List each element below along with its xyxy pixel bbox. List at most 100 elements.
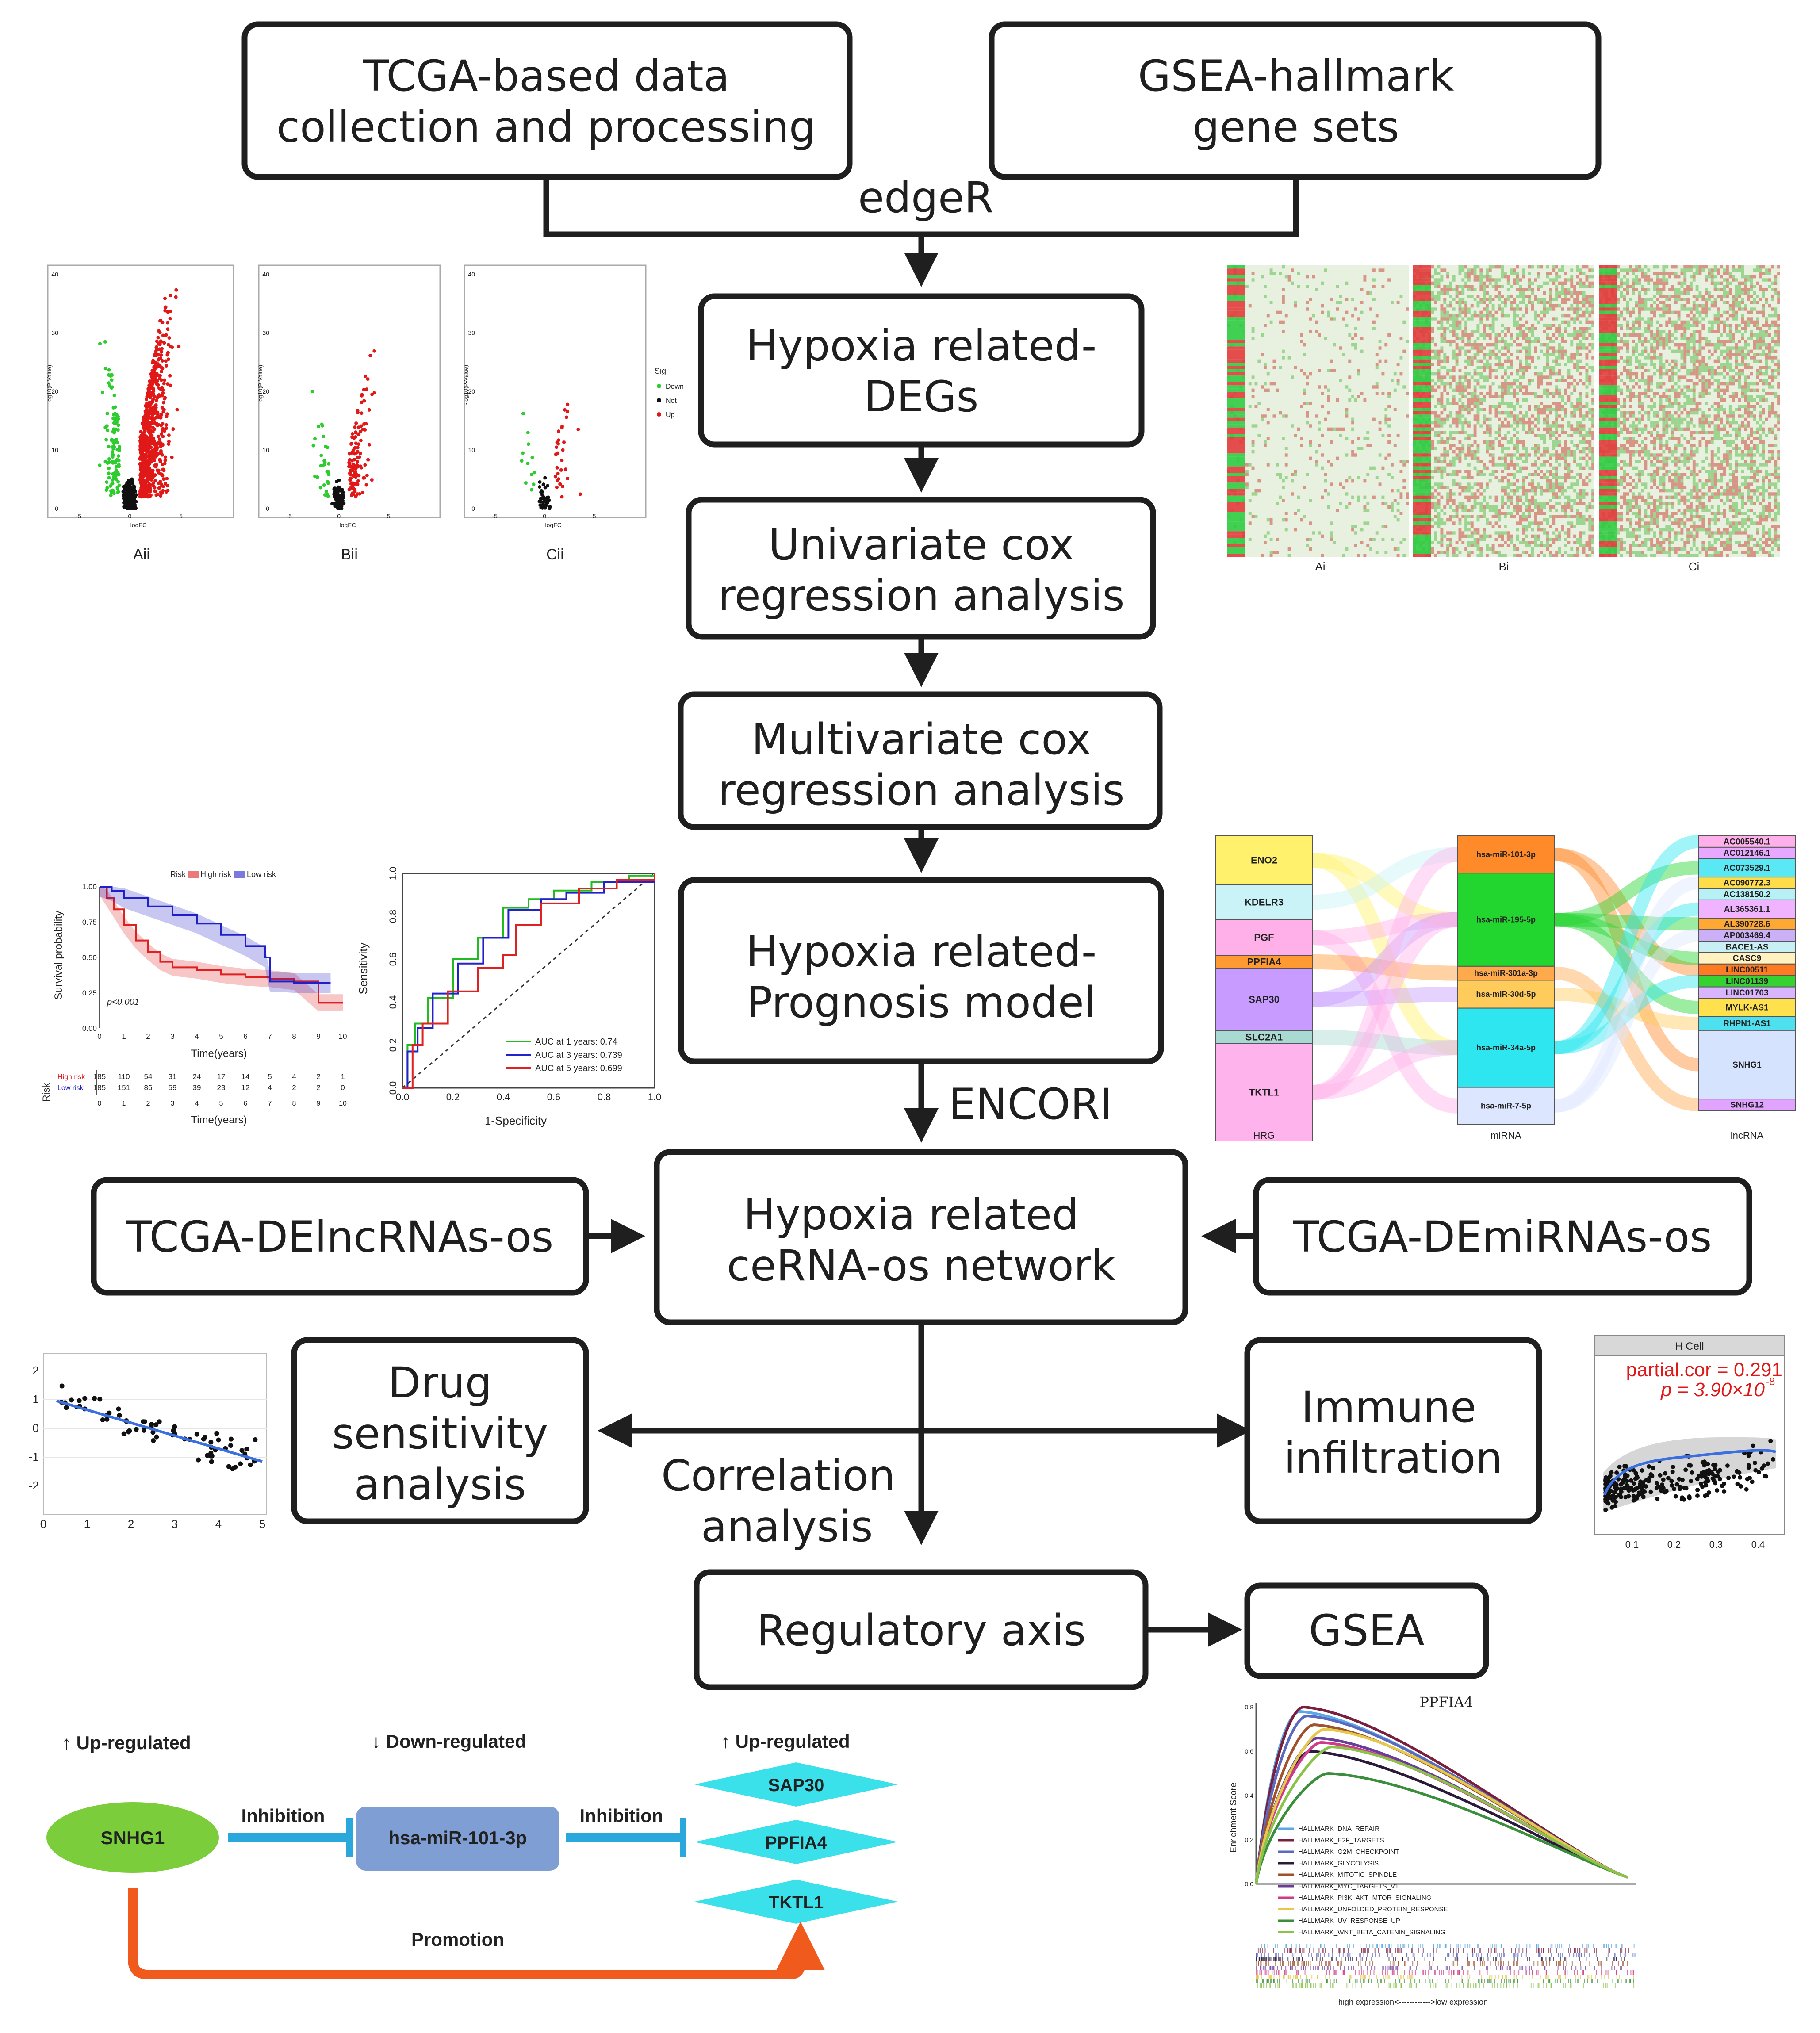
heatmap-cell-up [1443,417,1447,421]
heatmap-cell-up [1549,551,1552,554]
heatmap-cell-up [1470,343,1474,347]
heatmap-cell-down [1570,268,1574,272]
volcano-point-down [111,460,115,464]
heatmap-cell-up [1540,382,1543,386]
heatmap-cell-down [1591,417,1594,421]
volcano-bii-label: Bii [341,546,358,563]
multivariate-box[interactable]: Multivariate cox regression analysis [678,691,1163,830]
heatmap-cell-down [1534,499,1537,502]
volcano-point-up [145,490,149,494]
heatmap-cell-down [1558,388,1561,392]
volcano-point-up [166,351,170,355]
heatmap-cell-down [1510,541,1513,544]
heatmap-cell-down [1437,470,1441,473]
heatmap-cell-up [1387,505,1391,509]
heatmap-cell-down [1564,295,1567,298]
volcano-point-up [149,459,153,463]
heatmap-cell-up [1488,453,1492,457]
heatmap-cell-up [1449,463,1452,467]
volcano-point-down [117,472,121,476]
heatmap-cell-up [1449,314,1452,318]
heatmap-cell-up [1561,307,1564,311]
heatmap-cell-up [1363,554,1367,557]
heatmap-cell-up [1510,295,1513,298]
heatmap-cell-up [1431,265,1434,269]
gsea-box[interactable]: GSEA [1244,1582,1489,1679]
heatmap-cell-up [1534,346,1537,350]
heatmap-cell-up [1528,515,1531,518]
heatmap-cell-down [1437,356,1441,360]
heatmap-cell-down [1318,427,1321,431]
heatmap-cell-down [1537,356,1540,360]
univariate-box[interactable]: Univariate cox regression analysis [686,497,1156,640]
mirna-box[interactable]: TCGA-DEmiRNAs-os [1253,1177,1752,1296]
heatmap-cell-up [1434,489,1437,493]
volcano-point-down [114,420,118,424]
heatmap-annotation-cell [1413,499,1431,502]
heatmap-cell-up [1561,417,1564,421]
heatmap-cell-down [1585,392,1589,395]
heatmap-cell-down [1582,440,1586,444]
heatmap-cell-down [1464,359,1467,363]
heatmap-cell-down [1473,353,1477,356]
heatmap-cell-up [1573,414,1576,418]
heatmap-cell-up [1525,295,1528,298]
volcano-point-not [537,499,541,503]
heatmap-annotation-cell [1227,499,1245,502]
heatmap-cell-up [1591,466,1594,470]
heatmap-annotation-cell [1413,356,1431,360]
heatmap-cell-down [1461,317,1465,321]
immune-box[interactable]: Immune infiltration [1244,1337,1542,1524]
heatmap-cell-down [1431,295,1434,298]
heatmap-cell-down [1312,314,1315,318]
heatmap-cell-up [1443,388,1447,392]
heatmap-cell-down [1543,310,1546,314]
heatmap-cell-up [1540,486,1543,489]
heatmap-cell-down [1561,509,1564,512]
heatmap-cell-up [1321,405,1324,408]
heatmap-cell-up [1251,466,1255,470]
heatmap-cell-down [1501,301,1504,304]
heatmap-cell-up [1561,356,1564,360]
heatmap-cell-up [1549,327,1552,330]
heatmap-cell-down [1488,353,1492,356]
drug-box[interactable]: Drug sensitivity analysis [291,1337,589,1524]
heatmap-annotation-cell [1227,473,1245,476]
heatmap-cell-down [1588,450,1592,454]
heatmap-cell-up [1488,369,1492,372]
prognosis-box[interactable]: Hypoxia related- Prognosis model [678,877,1164,1064]
heatmap-cell-down [1582,343,1586,347]
volcano-point-up [145,438,149,442]
volcano-point-not [539,490,543,494]
heatmap-cell-down [1458,268,1462,272]
heatmap-cell-down [1486,310,1489,314]
heatmap-cell-up [1540,509,1543,512]
heatmap-cell-up [1726,265,1729,269]
volcano-point-up [353,470,357,474]
heatmap-cell-down [1449,285,1452,288]
heatmap-cell-down [1501,502,1504,505]
heatmap-cell-up [1440,304,1444,308]
tcga-box[interactable]: TCGA-based data collection and processin… [241,21,853,180]
heatmap-cell-up [1336,427,1339,431]
heatmap-cell-up [1564,440,1567,444]
heatmap-cell-up [1573,554,1576,557]
gsea-sets-box[interactable]: GSEA-hallmark gene sets [989,21,1602,180]
heatmap-cell-down [1491,509,1495,512]
cerna-box[interactable]: Hypoxia related ceRNA-os network [654,1149,1188,1325]
heatmap-cell-down [1443,456,1447,460]
hypoxia-degs-box[interactable]: Hypoxia related- DEGs [698,293,1145,448]
volcano-point-up [560,459,564,463]
heatmap-cell-down [1504,515,1507,518]
heatmap-cell-down [1455,431,1459,434]
lnc-box[interactable]: TCGA-DElncRNAs-os [91,1177,589,1296]
heatmap-cell-down [1549,499,1552,502]
heatmap-cell-up [1567,447,1571,450]
heatmap-cell-up [1494,295,1498,298]
heatmap-cell-up [1516,327,1519,330]
heatmap-annotation-cell [1413,534,1431,538]
heatmap-cell-up [1266,388,1270,392]
regulatory-box[interactable]: Regulatory axis [694,1569,1149,1690]
heatmap-cell-down [1449,295,1452,298]
heatmap-cell-down [1576,473,1579,476]
